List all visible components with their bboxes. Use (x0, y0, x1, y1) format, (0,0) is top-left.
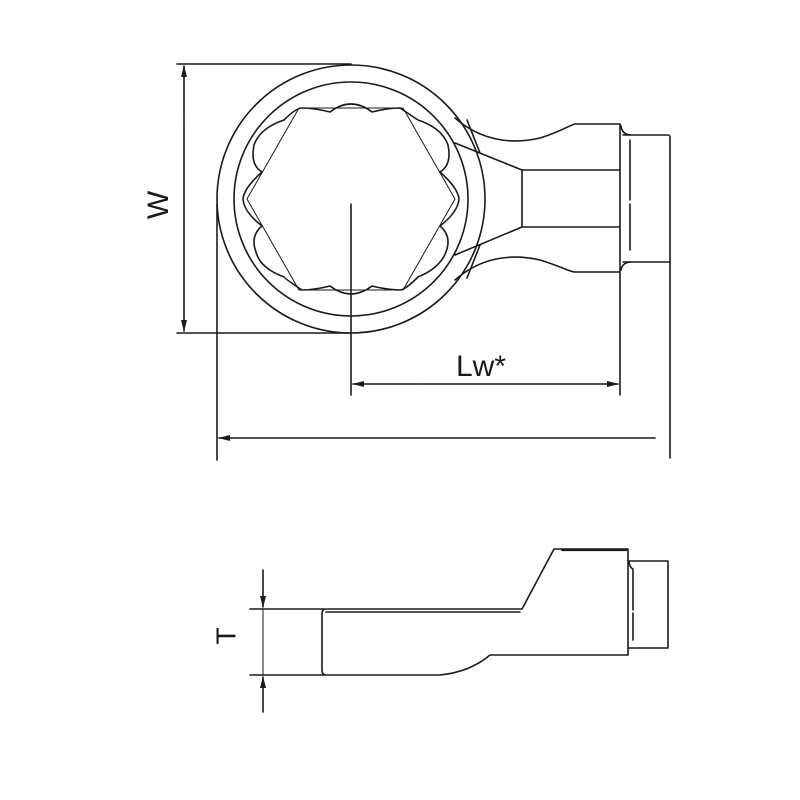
hexagon-outline (246, 107, 456, 291)
width-dimension (176, 63, 352, 334)
top-view (216, 64, 671, 459)
handle-upper-edge (454, 117, 621, 142)
thickness-dimension (249, 569, 325, 713)
side-square-drive (627, 560, 669, 649)
neck-taper (454, 142, 523, 256)
overall-length-dimension (216, 203, 656, 461)
twelve-point-socket (242, 103, 460, 295)
side-view (321, 548, 669, 676)
width-label: W (142, 190, 176, 220)
square-drive (622, 134, 671, 263)
thickness-label: T (210, 627, 242, 645)
working-length-label: Lw* (456, 350, 507, 383)
handle-lower-edge (454, 256, 621, 281)
